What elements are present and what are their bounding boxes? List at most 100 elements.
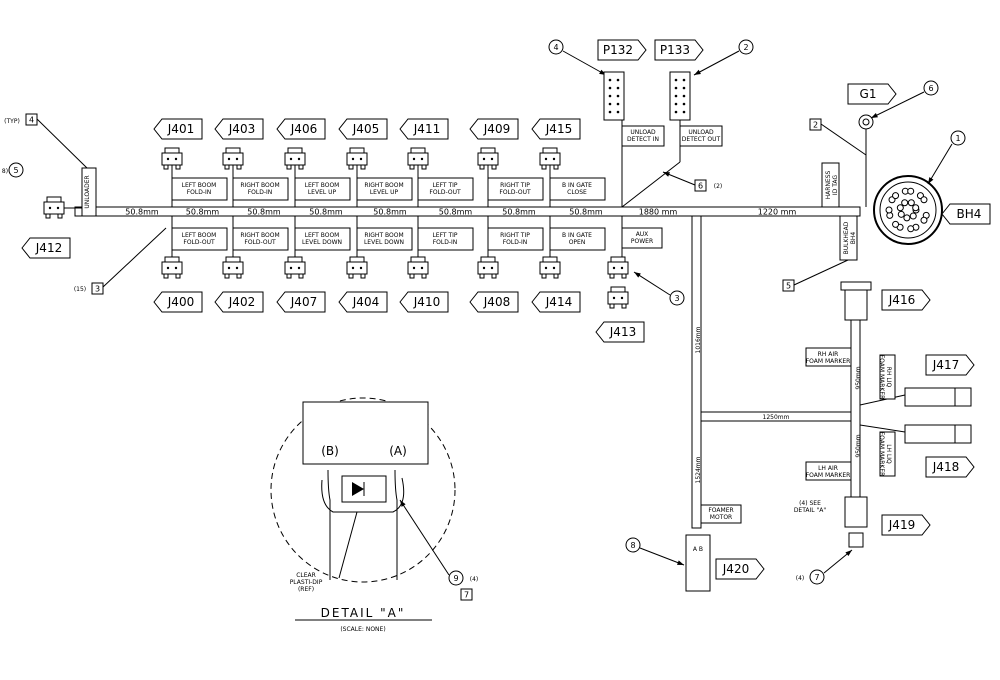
label-bot-3-line: RIGHT BOOM — [364, 232, 403, 239]
label-top-box-1 — [232, 177, 289, 201]
lh-liq-foam-line: LH LIQ — [885, 444, 892, 464]
plug-top-6-pin — [552, 157, 556, 161]
plug-top-1-foot — [236, 164, 242, 170]
label-bot-5-line: FOLD-IN — [503, 239, 528, 246]
bh4-pin — [912, 204, 920, 212]
tag-bot-4: J410 — [413, 295, 440, 309]
p133-pin — [682, 78, 686, 82]
plug-bot-4-pin — [412, 266, 416, 270]
aux-power-line: AUX — [636, 231, 649, 238]
unload-detect-out-line: DETECT OUT — [682, 136, 721, 143]
j418-tag: J418 — [932, 460, 959, 474]
plug-bot-1-latch — [225, 256, 241, 263]
harness-id-tag-line: ID TAG — [832, 175, 839, 195]
p132-body — [603, 71, 625, 121]
plug-top-3-foot — [360, 164, 366, 170]
bh4-pin — [892, 220, 900, 228]
plug-bot-3-foot — [360, 273, 366, 279]
bh4-pin — [907, 225, 915, 233]
p132-pin — [616, 94, 620, 98]
leader-1 — [927, 143, 953, 185]
plug-top-1-latch — [225, 147, 241, 154]
label-top-3-line: LEVEL UP — [370, 189, 399, 196]
bulkhead-bh4-line: BH4 — [850, 232, 857, 245]
leader-9 — [399, 499, 450, 576]
segment-length-8: 1880 mm — [639, 208, 678, 217]
label-top-2-line: LEVEL UP — [308, 189, 337, 196]
callout-9-circle — [448, 570, 464, 586]
see-detail-a-line: (4) SEE — [799, 500, 821, 507]
label-top-2-line: LEFT BOOM — [305, 182, 340, 189]
label-bot-box-5 — [487, 227, 544, 251]
p133-tag-outline — [654, 39, 704, 61]
plug-top-3-foot — [348, 164, 354, 170]
label-top-box-4 — [417, 177, 474, 201]
leader-p132 — [562, 50, 607, 76]
p132-pin — [608, 78, 612, 82]
plug-bot-5-pin — [490, 266, 494, 270]
plug-bot-0-foot — [163, 273, 169, 279]
bh4-pin — [909, 212, 917, 220]
plug-top-1-body — [222, 152, 244, 166]
plug-bot-2-foot — [286, 273, 292, 279]
plug-top-0-body — [161, 152, 183, 166]
clear-plasti-dip-line: PLASTI-DIP — [290, 579, 323, 586]
p133-pin — [682, 102, 686, 106]
j419-end — [848, 532, 864, 548]
label-bot-box-6 — [549, 227, 606, 251]
g1-tag: G1 — [860, 87, 877, 101]
j413-plug-b-body — [607, 291, 629, 305]
leader-g1-head — [871, 112, 878, 118]
j417-latch — [954, 387, 972, 407]
leader-3-head — [634, 272, 641, 278]
plug-top-4-latch — [410, 147, 426, 154]
plug-bot-1-pin — [227, 266, 231, 270]
segment-length-4: 50.8mm — [373, 208, 407, 217]
plug-bot-2-pin — [297, 266, 301, 270]
unload-out-box — [679, 125, 723, 147]
plug-bot-6-pin — [544, 266, 548, 270]
plug-bot-2-foot — [298, 273, 304, 279]
tag-bot-2-outline — [276, 291, 326, 313]
tag-bot-0-outline — [153, 291, 203, 313]
j413-plug-b-foot — [621, 303, 627, 309]
tag-bot-3-outline — [338, 291, 388, 313]
callout-5-circle — [8, 162, 24, 178]
callout-4: 4 — [29, 116, 34, 125]
plug-bot-0-pin — [174, 266, 178, 270]
detail-scale: (SCALE: NONE) — [340, 626, 385, 633]
tag-top-1: J403 — [228, 122, 255, 136]
bh4-pin — [901, 199, 909, 207]
label-bot-6-line: B IN GATE — [562, 232, 592, 239]
callout-1: 1 — [955, 134, 960, 143]
label-bot-2-line: LEVEL DOWN — [302, 239, 342, 246]
unload-detect-in-line: DETECT IN — [627, 136, 659, 143]
bh4-pin — [907, 199, 915, 207]
p132-tag-outline — [597, 39, 647, 61]
p133-pin — [674, 78, 678, 82]
plug-top-2-pin — [297, 157, 301, 161]
lh-liq-foam-line: FOAM MARKER — [878, 432, 885, 477]
j412-tag: J412 — [35, 241, 62, 255]
tag-top-0-outline — [153, 118, 203, 140]
callout-5-bulk-box — [782, 279, 795, 292]
plug-bot-1-foot — [224, 273, 230, 279]
plasti-dip-outline — [321, 477, 405, 513]
callout-8: 8 — [630, 541, 635, 550]
bh4-pin — [885, 206, 893, 214]
tag-top-6: J415 — [545, 122, 572, 136]
bh4-pin — [896, 204, 904, 212]
dim-950-a: 950mm — [855, 366, 862, 389]
rh-liq-box — [879, 354, 896, 400]
plug-top-5-body — [477, 152, 499, 166]
callout-8-circle — [625, 537, 641, 553]
callout-2-g1: 2 — [813, 121, 818, 130]
p133-pin — [674, 102, 678, 106]
j413-plug-b-latch — [610, 286, 626, 293]
